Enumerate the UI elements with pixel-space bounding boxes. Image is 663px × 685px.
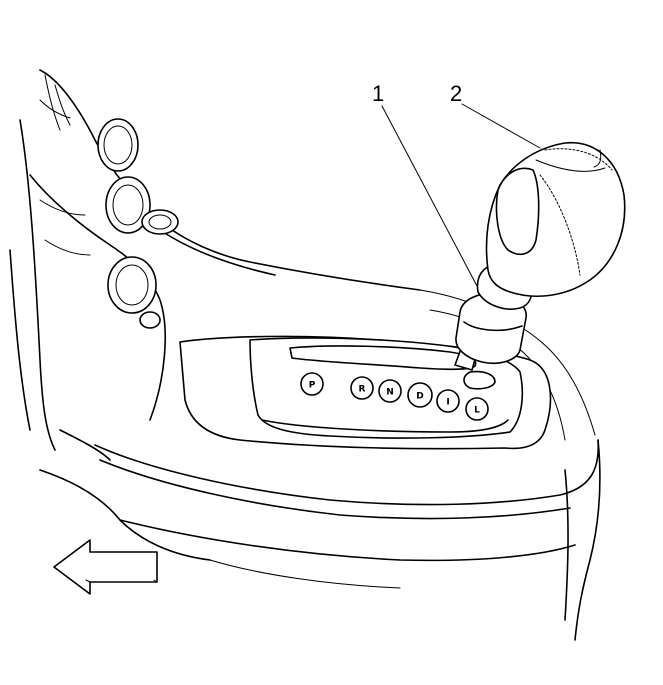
svg-text:I: I [446,398,449,408]
svg-text:P: P [309,381,316,391]
small-switch [139,311,161,329]
gear-d: D [407,382,433,408]
dashboard-panel [9,69,421,561]
svg-text:R: R [359,385,366,395]
knob-button [495,167,540,256]
gear-l: L [465,397,489,421]
gear-indicator-row: P R N D I L [300,372,489,421]
callout-2: 2 [450,81,541,149]
shift-knob [485,141,626,297]
gear-p: P [300,372,324,396]
svg-text:2: 2 [450,81,462,106]
svg-text:1: 1 [372,81,384,106]
svg-text:D: D [416,392,423,402]
svg-text:L: L [474,406,480,416]
callout-1: 1 [372,81,478,287]
gear-r: R [350,376,374,400]
cupholder-ring [141,209,179,235]
gear-n: N [378,379,402,403]
left-arrow-icon [53,539,158,595]
svg-text:N: N [386,388,394,398]
gear-i: I [436,389,460,413]
center-console [94,289,601,641]
